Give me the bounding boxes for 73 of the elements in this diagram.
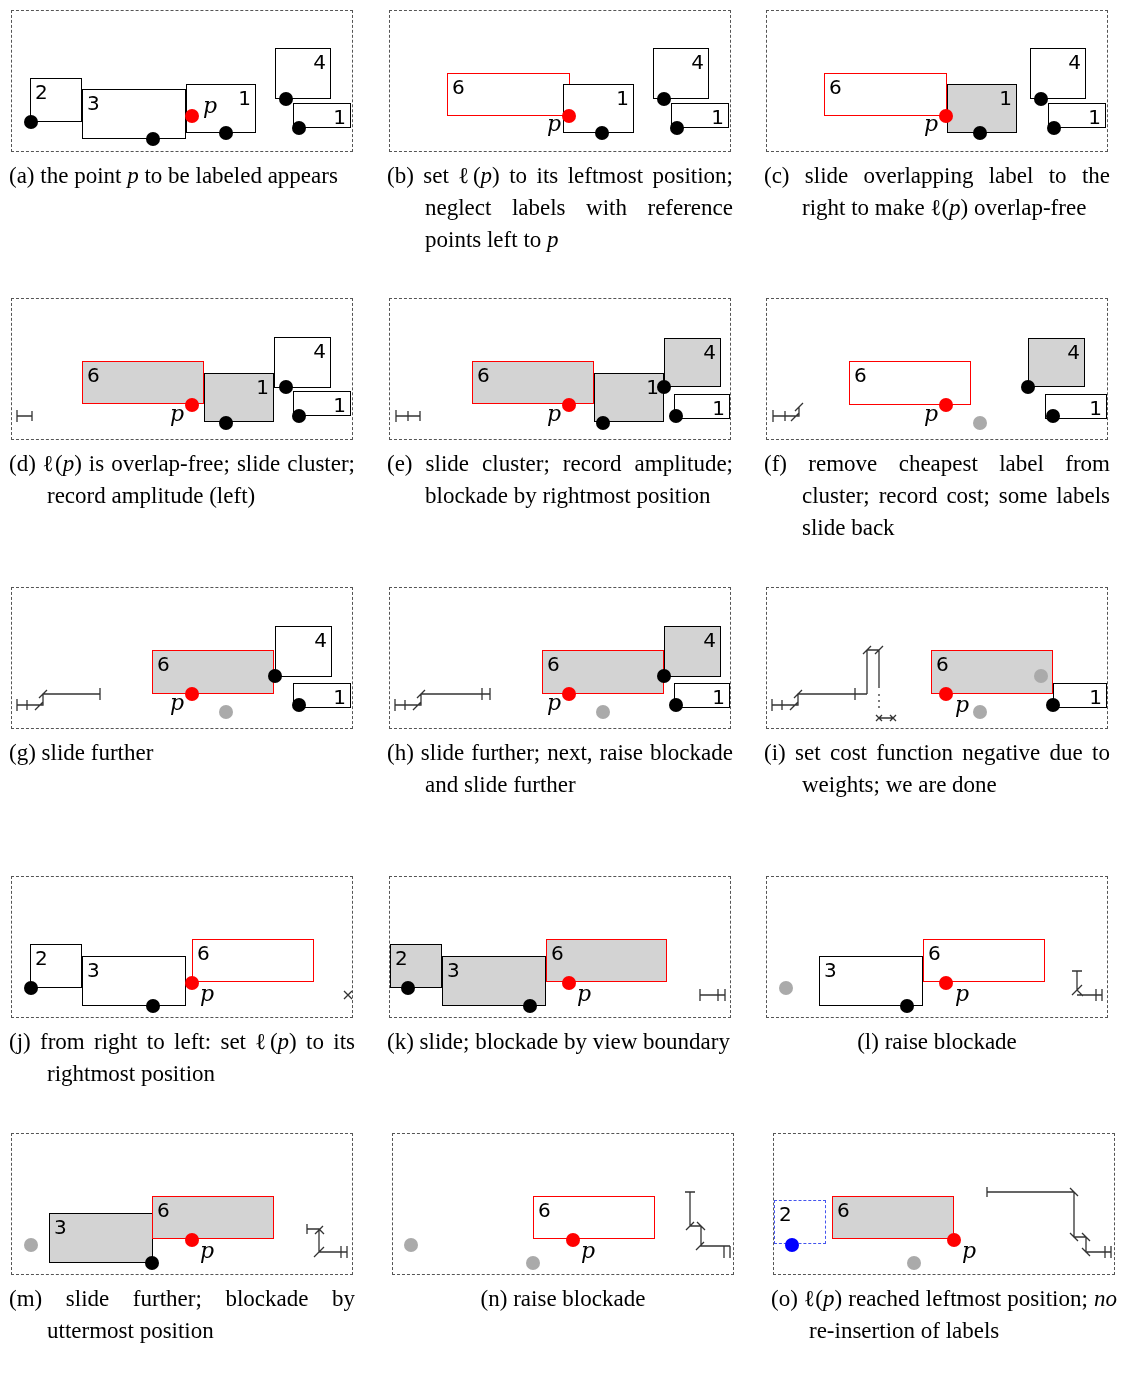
- label-box: 6: [152, 650, 274, 694]
- panel-label: (m) slide further; blockade by uttermost position: [9, 1285, 355, 1345]
- label-box: 6: [849, 361, 971, 405]
- panel-label: (j) from right to left: set ℓ(p) to its rightmost position: [9, 1028, 355, 1088]
- point-label: p: [203, 95, 218, 117]
- label-box: 1: [1053, 683, 1107, 708]
- label-box: 4: [664, 626, 721, 677]
- panel-label: (a) the point p to be labeled appears: [9, 162, 339, 190]
- label-box: 4: [664, 338, 721, 387]
- label-box: 2: [30, 944, 82, 988]
- label-box: 6: [832, 1196, 954, 1239]
- label-box: 1: [947, 84, 1017, 133]
- panel-label: (n) raise blockade: [479, 1285, 647, 1313]
- label-box: 1: [671, 103, 729, 128]
- label-box: 6: [192, 939, 314, 982]
- point-label: p: [924, 403, 939, 425]
- label-box: 4: [653, 48, 709, 99]
- label-box: 4: [275, 626, 332, 677]
- label-box: 3: [49, 1213, 153, 1263]
- panel-label: (i) set cost function negative due to weights; we are done: [764, 739, 1110, 799]
- label-box: 6: [546, 939, 667, 982]
- label-box: 1: [204, 373, 274, 422]
- label-box: 6: [82, 361, 204, 404]
- point-label: p: [955, 983, 970, 1005]
- label-box: 1: [674, 394, 730, 419]
- point-label: p: [200, 983, 215, 1005]
- panel-label: (f) remove cheapest label from cluster; record cost; some labels slide back: [764, 450, 1110, 542]
- label-box: 4: [1030, 48, 1086, 99]
- panel-label: (h) slide further; next, raise blockade and slide further: [387, 739, 733, 799]
- panel-label: (b) set ℓ(p) to its leftmost position; neglect labels with reference points left to p: [387, 162, 733, 254]
- panel-label: (e) slide cluster; record amplitude; blockade by rightmost position: [387, 450, 733, 510]
- label-box: 6: [533, 1196, 655, 1239]
- label-box: 1: [674, 683, 730, 708]
- label-box: 1: [293, 103, 351, 128]
- panel-label: (k) slide; blockade by view boundary: [387, 1028, 731, 1056]
- label-box: 2: [390, 944, 442, 988]
- point-label: p: [581, 1240, 596, 1262]
- point-label: p: [577, 983, 592, 1005]
- label-box: 1: [1048, 103, 1106, 128]
- label-box: 6: [824, 73, 947, 116]
- label-box: 1: [563, 84, 634, 133]
- point-label: p: [547, 113, 562, 135]
- label-box: 3: [819, 956, 923, 1006]
- panel-label: (d) ℓ(p) is overlap-free; slide cluster; record amplitude (left): [9, 450, 355, 510]
- panel-label: (g) slide further: [9, 739, 155, 767]
- label-box: 4: [275, 48, 331, 99]
- label-box: 6: [542, 650, 664, 694]
- label-box: 1: [594, 373, 664, 422]
- label-box: 1: [293, 391, 351, 416]
- label-box: 6: [931, 650, 1053, 694]
- label-box: 1: [293, 683, 351, 708]
- label-box: 4: [1028, 338, 1085, 387]
- label-box: 1: [1045, 394, 1107, 419]
- panel-label: (l) raise blockade: [856, 1028, 1018, 1056]
- point-label: p: [955, 694, 970, 716]
- point-label: p: [200, 1240, 215, 1262]
- point-label: p: [962, 1240, 977, 1262]
- label-box: 3: [82, 89, 186, 139]
- point-label: p: [924, 113, 939, 135]
- panel-label: (c) slide overlapping label to the right to make ℓ(p) overlap-free: [764, 162, 1110, 222]
- point-label: p: [547, 692, 562, 714]
- panel-label: (o) ℓ(p) reached leftmost position; no re-insertion of labels: [771, 1285, 1117, 1345]
- point-label: p: [170, 692, 185, 714]
- label-box: 6: [472, 361, 594, 404]
- label-box: 6: [152, 1196, 274, 1239]
- label-box: 4: [274, 337, 331, 388]
- label-box: 2: [30, 78, 82, 122]
- label-box: 3: [442, 956, 546, 1006]
- label-box: 6: [923, 939, 1045, 982]
- label-box: 6: [447, 73, 570, 116]
- point-label: p: [170, 403, 185, 425]
- label-box: 3: [82, 956, 186, 1006]
- point-label: p: [547, 403, 562, 425]
